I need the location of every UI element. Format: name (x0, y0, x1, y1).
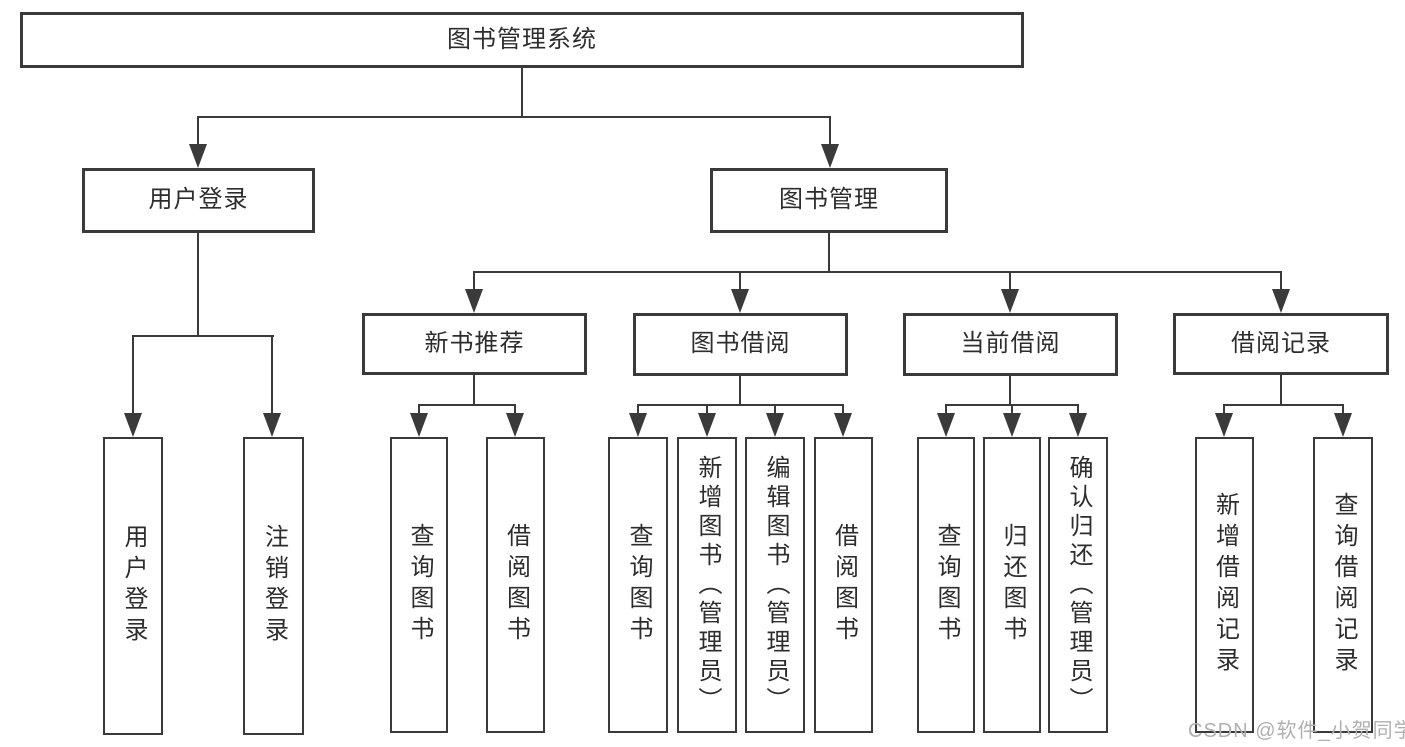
connector-hline (473, 271, 1281, 273)
arrow-down-icon (698, 413, 716, 437)
connector-vline (1342, 404, 1344, 415)
connector-vline (197, 233, 199, 337)
csdn-watermark: CSDN @软件_小贺同学 (1188, 720, 1405, 742)
arrow-down-icon (937, 413, 955, 437)
arrow-down-icon (124, 413, 142, 437)
arrow-down-icon (1215, 413, 1233, 437)
node-query-books-current: 查询图书 (917, 437, 975, 733)
node-query-books-recommend: 查询图书 (390, 437, 448, 733)
connector-hline (132, 335, 274, 337)
connector-vline (1011, 404, 1013, 415)
connector-vline (774, 404, 776, 415)
arrow-down-icon (821, 144, 839, 168)
arrow-down-icon (506, 413, 524, 437)
connector-vline (418, 404, 420, 415)
node-new-book-recommend: 新书推荐 (362, 313, 587, 375)
connector-hline (418, 404, 516, 406)
node-library-system: 图书管理系统 (20, 12, 1024, 68)
node-logout-leaf: 注销登录 (243, 437, 304, 735)
arrow-down-icon (1001, 289, 1019, 313)
node-user-login-leaf: 用户登录 (103, 437, 163, 735)
connector-hline (637, 404, 844, 406)
connector-vline (1280, 271, 1282, 291)
node-current-borrow: 当前借阅 (903, 313, 1118, 376)
node-edit-books-admin: 编辑图书（管理员） (745, 437, 805, 733)
connector-vline (739, 271, 741, 291)
arrow-down-icon (1334, 413, 1352, 437)
node-confirm-return-admin: 确认归还（管理员） (1048, 437, 1108, 733)
arrow-down-icon (263, 413, 281, 437)
connector-vline (521, 68, 523, 118)
arrow-down-icon (410, 413, 428, 437)
arrow-down-icon (834, 413, 852, 437)
arrow-down-icon (731, 289, 749, 313)
connector-vline (473, 271, 475, 291)
connector-hline (197, 116, 831, 118)
arrow-down-icon (629, 413, 647, 437)
node-book-management: 图书管理 (710, 168, 948, 233)
node-query-borrow-record: 查询借阅记录 (1313, 437, 1373, 733)
node-return-books: 归还图书 (983, 437, 1041, 733)
connector-vline (132, 335, 134, 415)
connector-vline (706, 404, 708, 415)
connector-hline (1223, 404, 1344, 406)
arrow-down-icon (766, 413, 784, 437)
connector-vline (842, 404, 844, 415)
connector-vline (1280, 375, 1282, 406)
node-user-login: 用户登录 (82, 168, 315, 233)
connector-vline (473, 375, 475, 406)
connector-vline (514, 404, 516, 415)
node-borrow-record: 借阅记录 (1173, 313, 1389, 375)
node-add-borrow-record: 新增借阅记录 (1195, 437, 1254, 733)
connector-vline (197, 116, 199, 146)
connector-vline (945, 404, 947, 415)
connector-vline (829, 116, 831, 146)
connector-vline (637, 404, 639, 415)
connector-vline (1077, 404, 1079, 415)
connector-vline (271, 335, 273, 415)
arrow-down-icon (189, 144, 207, 168)
connector-vline (828, 233, 830, 273)
connector-vline (1009, 271, 1011, 291)
node-add-books-admin: 新增图书（管理员） (677, 437, 737, 733)
arrow-down-icon (1003, 413, 1021, 437)
arrow-down-icon (1069, 413, 1087, 437)
arrow-down-icon (1272, 289, 1290, 313)
connector-vline (739, 376, 741, 406)
connector-vline (1223, 404, 1225, 415)
arrow-down-icon (465, 289, 483, 313)
node-borrow-books-leaf: 借阅图书 (814, 437, 873, 733)
node-book-borrow: 图书借阅 (633, 313, 848, 376)
node-query-books-borrow: 查询图书 (608, 437, 668, 733)
node-borrow-books-recommend: 借阅图书 (486, 437, 545, 733)
connector-vline (1009, 376, 1011, 406)
